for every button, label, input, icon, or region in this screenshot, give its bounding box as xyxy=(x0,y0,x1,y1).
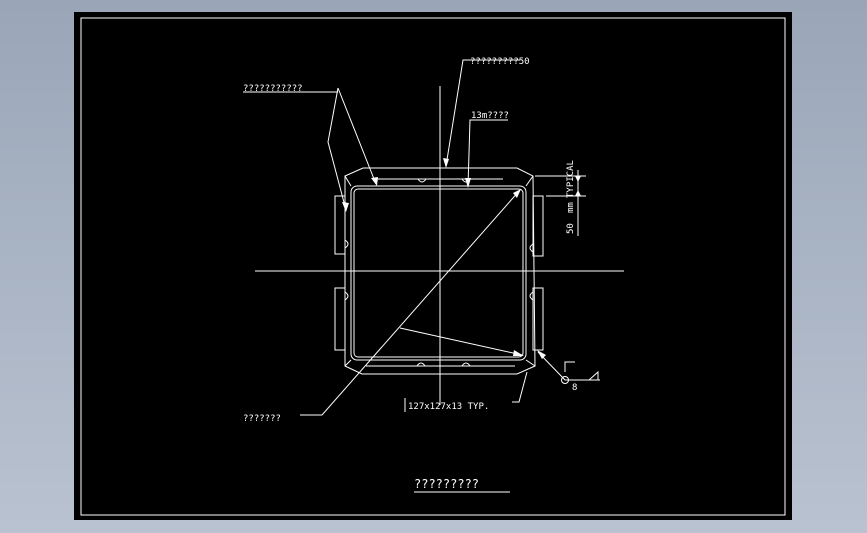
arrowhead-icon xyxy=(342,158,546,359)
dim-arrow-top xyxy=(575,176,581,182)
dim-arrow-bottom xyxy=(575,190,581,196)
left-plate-upper xyxy=(334,195,346,255)
drawing-title: ????????? xyxy=(414,477,479,491)
callout-top-center: ?????????50 xyxy=(470,57,530,67)
right-plate-notches xyxy=(529,243,534,301)
dim-value-label: 50 xyxy=(566,223,576,234)
corner-weld-bl xyxy=(344,359,352,367)
inner-box-wall xyxy=(353,188,524,358)
corner-weld-br xyxy=(525,359,536,367)
corner-weld-tl xyxy=(344,175,352,187)
dimension-typical: TYPICAL mm 50 xyxy=(535,160,586,236)
leader-lines xyxy=(243,59,600,416)
corner-weld-tr xyxy=(525,175,534,187)
bottom-plate-notches xyxy=(416,362,471,367)
callout-top-left: ??????????? xyxy=(243,84,303,94)
leader-bottom-left-diagonal xyxy=(300,189,521,416)
inner-box-outline xyxy=(350,185,527,361)
leader-top-center xyxy=(445,59,520,167)
callout-bottom-left: ??????? xyxy=(243,414,281,424)
box-section xyxy=(334,167,544,375)
centerlines xyxy=(255,86,624,405)
drawing-background xyxy=(74,12,792,520)
dim-unit-label: mm xyxy=(566,202,576,213)
leader-section-note xyxy=(512,371,528,403)
leader-inner-diagonal xyxy=(399,327,523,356)
right-plate-upper xyxy=(532,195,544,257)
leader-thickness xyxy=(467,119,508,187)
left-plate-notches xyxy=(344,239,349,301)
drawing-frame xyxy=(80,17,786,516)
leader-top-left-1 xyxy=(327,87,347,211)
right-plate-lower xyxy=(532,287,544,351)
leader-top-left-2 xyxy=(337,87,377,185)
fillet-weld-symbol-icon xyxy=(561,361,599,384)
weld-size-label: 8 xyxy=(572,383,577,393)
callout-thickness: 13m???? xyxy=(471,111,509,121)
left-plate-lower xyxy=(334,287,346,351)
section-note: 127x127x13 TYP. xyxy=(408,402,489,412)
dim-typical-label: TYPICAL xyxy=(566,160,576,198)
leader-weld xyxy=(537,351,600,381)
